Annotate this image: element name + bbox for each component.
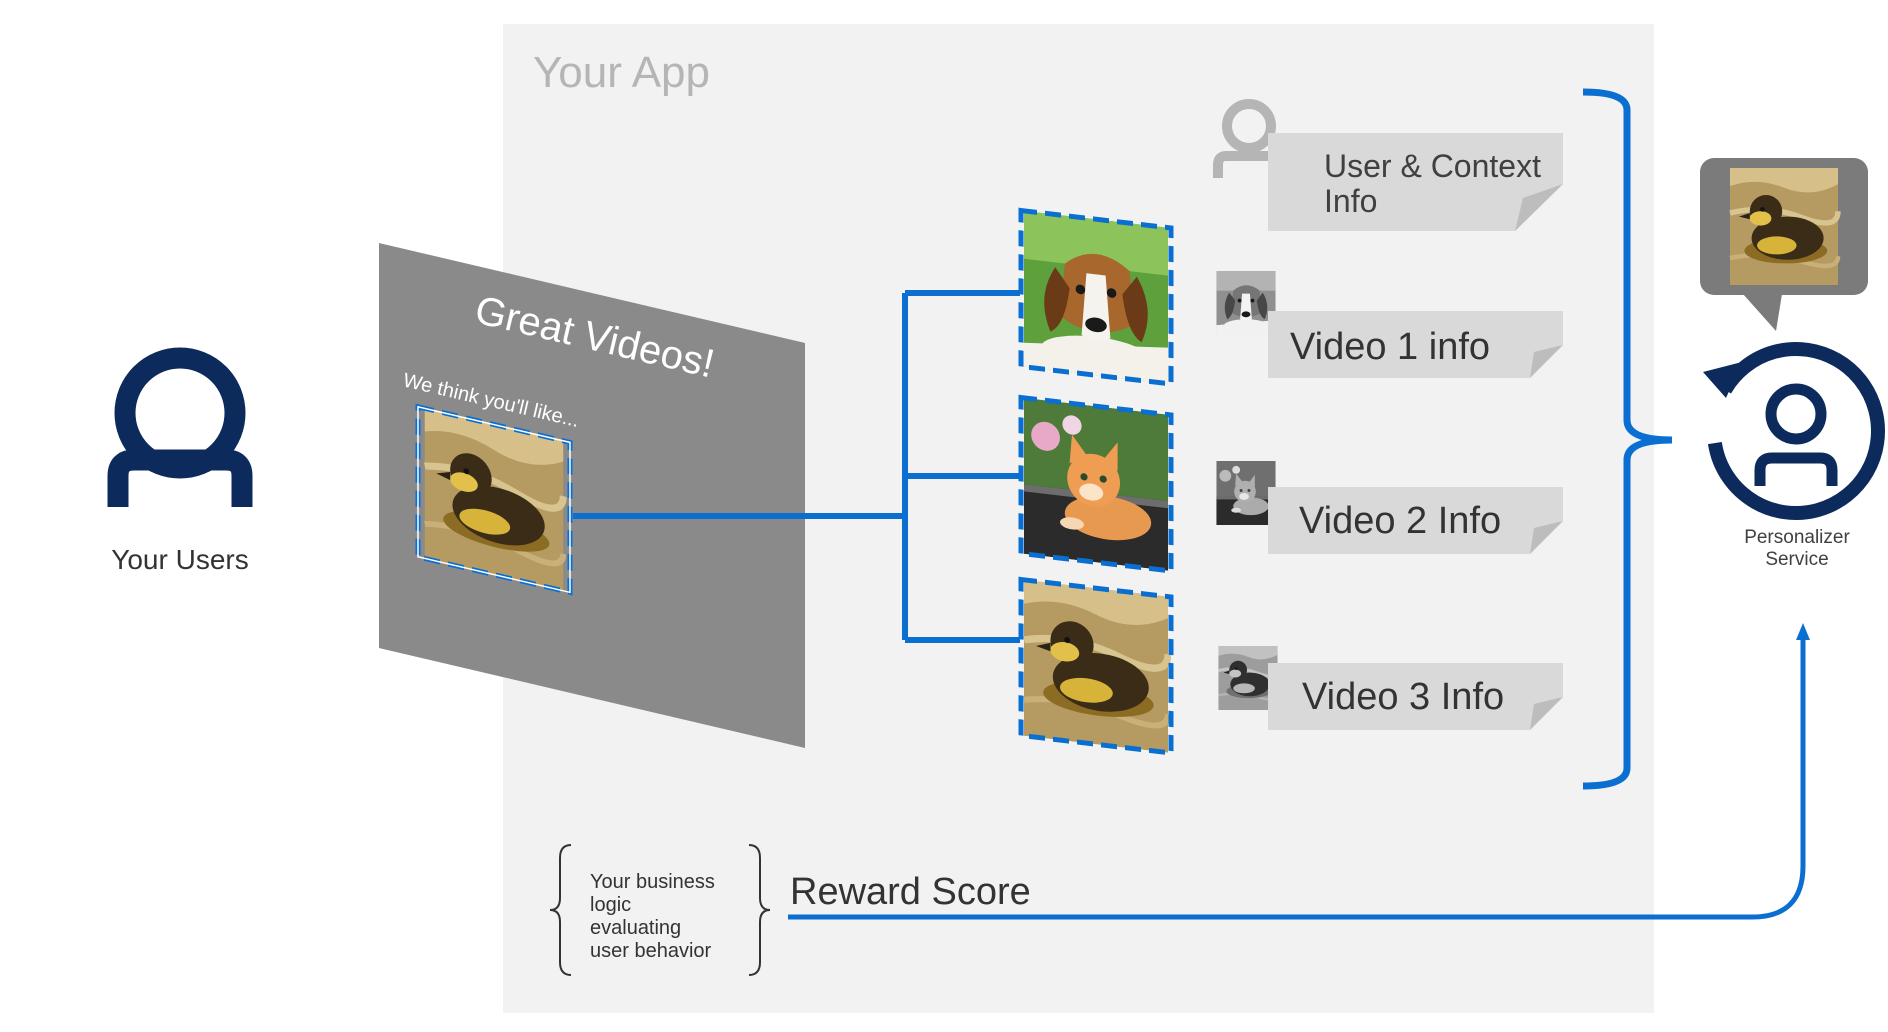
reward-score-label: Reward Score — [790, 871, 1031, 913]
personalizer-result-bubble — [1700, 158, 1868, 331]
group-bracket — [1582, 88, 1673, 790]
business-logic-text: Your business logic evaluating user beha… — [590, 871, 715, 962]
video-1-thumb — [1018, 207, 1174, 387]
personalizer-service-icon — [1703, 342, 1885, 520]
business-logic-braces — [549, 844, 771, 976]
video-3-info-card: Video 3 Info — [1218, 646, 1563, 730]
video-2-thumb — [1018, 394, 1174, 574]
users-label: Your Users — [111, 544, 248, 575]
video-3-thumb — [1018, 576, 1174, 756]
personalizer-label-1: Personalizer — [1744, 527, 1850, 548]
context-info-card: User & Context Info — [1268, 133, 1563, 231]
video-1-info: Video 1 info — [1290, 326, 1490, 368]
video-3-info: Video 3 Info — [1302, 676, 1504, 718]
business-logic-line-1: Your business — [590, 871, 715, 893]
video-2-info: Video 2 Info — [1299, 500, 1501, 542]
selected-video-thumb — [415, 403, 573, 596]
user-icon — [107, 347, 253, 507]
video-2-info-card: Video 2 Info — [1216, 461, 1563, 554]
video-1-info-card: Video 1 info — [1216, 271, 1563, 378]
business-logic-line-2: logic — [590, 894, 631, 916]
context-label-1: User & Context — [1324, 148, 1541, 184]
reward-arrow — [788, 623, 1810, 920]
personalizer-label-2: Service — [1765, 549, 1828, 570]
app-label: Your App — [533, 48, 710, 97]
business-logic-line-4: user behavior — [590, 940, 712, 962]
business-logic-line-3: evaluating — [590, 917, 681, 939]
connector-lines — [573, 290, 1020, 643]
context-label-2: Info — [1324, 183, 1377, 219]
